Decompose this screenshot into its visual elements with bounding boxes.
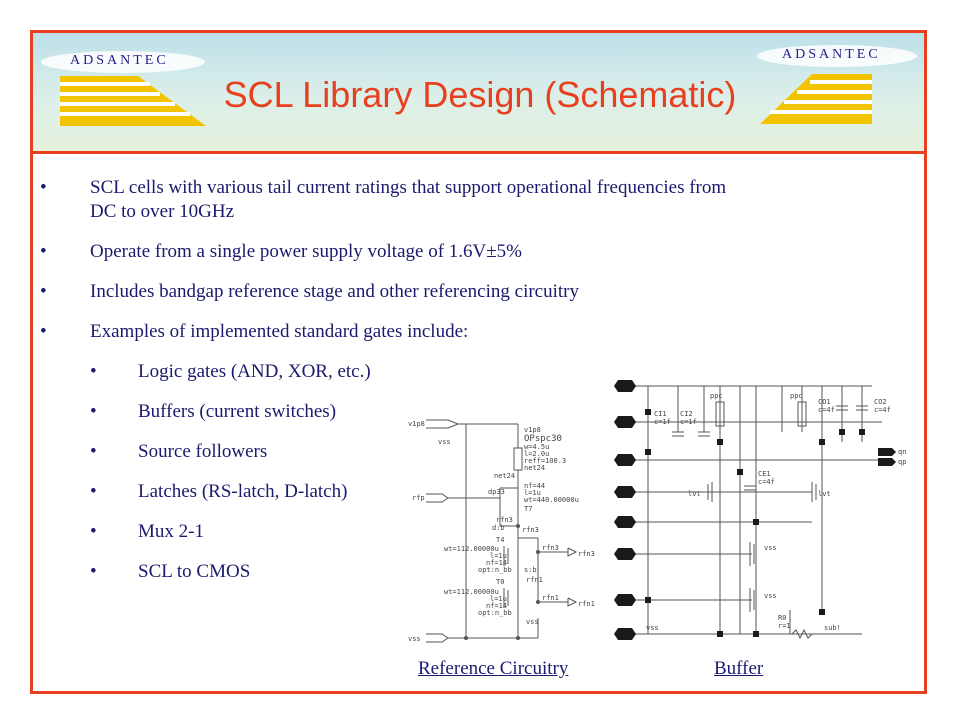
buf-label-co1: CO1 <box>818 398 831 406</box>
bullet-dot: • <box>90 561 97 582</box>
bullet-dot: • <box>90 481 97 502</box>
buffer-schematic: CI1 c=1f CI2 c=1f ppc ppc CO1 c=4f CO2 c… <box>612 372 912 652</box>
ref-label-t0: T0 <box>496 578 504 586</box>
ref-label-l1a: l=1u <box>490 552 507 560</box>
buf-label-lvt-a: lvt <box>688 490 701 498</box>
ref-label-net24a: net24 <box>524 464 545 472</box>
ref-label-vss-c: vss <box>526 618 539 626</box>
ref-label-l1u: l=1u <box>524 489 541 497</box>
reference-circuitry-schematic: v1p8 vss rfp vss v1p8 OPspc30 w=4.5u l=2… <box>408 419 595 643</box>
buf-label-c1f-a: c=1f <box>654 418 671 426</box>
buf-label-c4f-c: c=4f <box>758 478 775 486</box>
buf-label-ppc-b: ppc <box>790 392 803 400</box>
sub-bullet-1-text: Logic gates (AND, XOR, etc.) <box>138 361 371 382</box>
buf-label-ce1: CE1 <box>758 470 771 478</box>
buf-label-c1f-b: c=1f <box>680 418 697 426</box>
buf-label-vss-a: vss <box>764 544 777 552</box>
slide-title: SCL Library Design (Schematic) <box>223 74 737 115</box>
ref-label-wt112b: wt=112.00000u <box>444 588 499 596</box>
ref-label-nf44: nf=44 <box>524 482 545 490</box>
bullet-dot: • <box>90 441 97 462</box>
bullet-1-line1: SCL cells with various tail current rati… <box>90 177 727 198</box>
ref-label-w: w=4.5u <box>524 443 549 451</box>
buf-label-c4f-a: c=4f <box>818 406 835 414</box>
buf-label-sub: sub! <box>824 624 841 632</box>
slide-frame <box>30 30 927 694</box>
buf-label-r1: r=1 <box>778 622 791 630</box>
logo-left-graphic <box>41 51 206 126</box>
bullet-dot: • <box>90 361 97 382</box>
ref-label-t4: T4 <box>496 536 504 544</box>
ref-label-db: d:b <box>492 524 505 532</box>
sub-bullet-2-text: Buffers (current switches) <box>138 401 337 422</box>
ref-label-sb: s:b <box>524 566 537 574</box>
header-divider <box>33 151 924 154</box>
bullet-dot: • <box>90 521 97 542</box>
bullet-dot: • <box>90 401 97 422</box>
sub-bullet-6-text: SCL to CMOS <box>138 561 251 582</box>
ref-label-l: l=2.0u <box>524 450 549 458</box>
buf-label-qn: qn <box>898 448 906 456</box>
buf-label-qp: qp <box>898 458 906 466</box>
ref-label-t7: T7 <box>524 505 532 513</box>
ref-label-nf14b: nf=14 <box>486 602 507 610</box>
logo-left: ADSANTEC <box>38 42 208 132</box>
buf-label-lvt-b: lvt <box>818 490 831 498</box>
sub-bullet-5-text: Mux 2-1 <box>138 521 204 542</box>
ref-label-optnbb-b: opt:n_bb <box>478 609 512 617</box>
ref-label-wt112a: wt=112.00000u <box>444 545 499 553</box>
sub-bullet-4-text: Latches (RS-latch, D-latch) <box>138 481 348 502</box>
ref-label-rfn3-pin: rfn3 <box>578 550 595 558</box>
logo-right: ADSANTEC <box>752 40 922 130</box>
ref-label-rfn1-out: rfn1 <box>526 576 543 584</box>
buf-label-ppc-a: ppc <box>710 392 723 400</box>
buf-label-co2: CO2 <box>874 398 887 406</box>
logo-right-graphic <box>757 45 917 124</box>
buf-label-ci2: CI2 <box>680 410 693 418</box>
logo-right-text: ADSANTEC <box>782 47 881 62</box>
ref-label-rfn3: rfn3 <box>496 516 513 524</box>
ref-label-rfn1-pin: rfn1 <box>578 600 595 608</box>
caption-reference-circuitry[interactable]: Reference Circuitry <box>418 658 569 679</box>
ref-label-vss-bottom: vss <box>408 635 421 643</box>
ref-label-wt440: wt=440.00000u <box>524 496 579 504</box>
ref-label-opspc: OPspc30 <box>524 434 562 444</box>
buf-label-r0: R0 <box>778 614 786 622</box>
ref-label-reff: reff=100.3 <box>524 457 566 465</box>
bullet-dot: • <box>40 241 47 262</box>
ref-label-dp33: dp33 <box>488 488 505 496</box>
buf-label-vss-c: vss <box>646 624 659 632</box>
logo-left-text: ADSANTEC <box>70 53 169 68</box>
bullet-1-line2: DC to over 10GHz <box>90 201 235 222</box>
bullet-2-text: Operate from a single power supply volta… <box>90 241 523 262</box>
sub-bullet-3-text: Source followers <box>138 441 268 462</box>
ref-label-v1p8-b: v1p8 <box>524 426 541 434</box>
ref-label-rfn1: rfn1 <box>542 594 559 602</box>
ref-label-optnbb-a: opt:n_bb <box>478 566 512 574</box>
bullet-dot: • <box>40 281 47 302</box>
bullet-dot: • <box>40 177 47 198</box>
ref-label-net24b: net24 <box>494 472 515 480</box>
buf-label-vss-b: vss <box>764 592 777 600</box>
bullet-3-text: Includes bandgap reference stage and oth… <box>90 281 579 302</box>
ref-label-v1p8: v1p8 <box>408 420 425 428</box>
buf-label-c4f-b: c=4f <box>874 406 891 414</box>
buf-label-ci1: CI1 <box>654 410 667 418</box>
ref-label-rfn3-out: rfn3 <box>542 544 559 552</box>
caption-buffer[interactable]: Buffer <box>714 658 764 679</box>
ref-label-vss-top: vss <box>438 438 451 446</box>
bullet-4-text: Examples of implemented standard gates i… <box>90 321 469 342</box>
ref-label-l1b: l=1u <box>490 595 507 603</box>
ref-label-nf14a: nf=14 <box>486 559 507 567</box>
ref-label-rfn3b: rfn3 <box>522 526 539 534</box>
ref-label-rfp: rfp <box>412 494 425 502</box>
bullet-dot: • <box>40 321 47 342</box>
